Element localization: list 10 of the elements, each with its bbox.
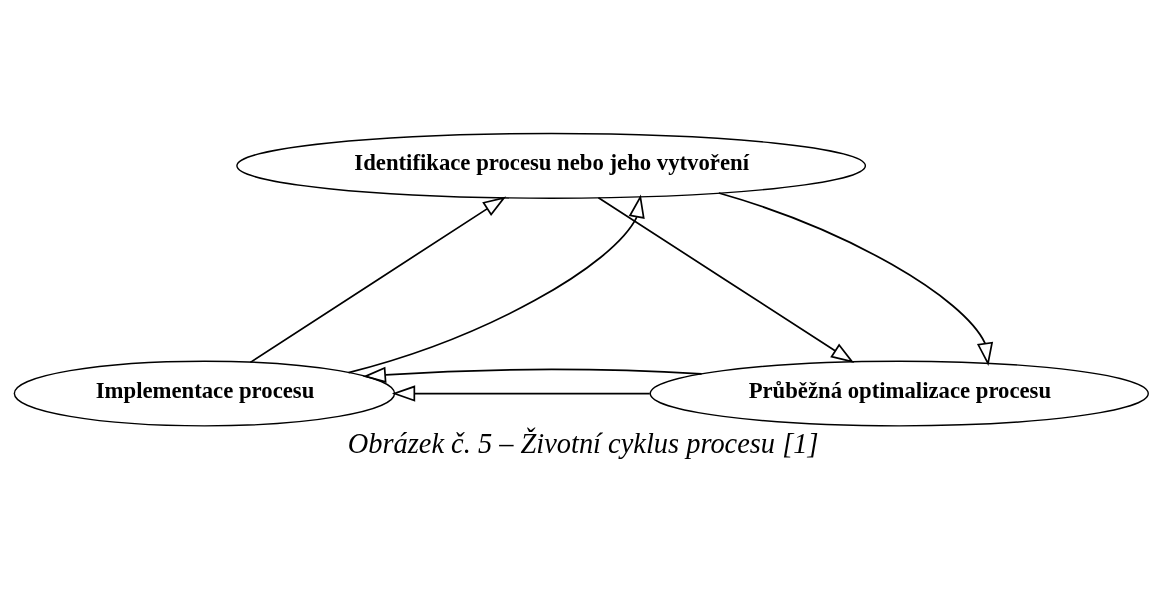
node-ellipse: Identifikace procesu nebo jeho vytvoření <box>236 132 867 199</box>
arrow <box>362 366 703 383</box>
arrow <box>347 194 645 373</box>
arrow <box>597 196 855 363</box>
node-ellipse: Implementace procesu <box>13 360 396 427</box>
arrow <box>249 195 507 363</box>
caption: Obrázek č. 5 – Životní cyklus procesu [1] <box>347 427 819 459</box>
arrow <box>391 384 651 402</box>
arrow <box>717 191 994 366</box>
node-ellipse: Průběžná optimalizace procesu <box>649 360 1149 427</box>
